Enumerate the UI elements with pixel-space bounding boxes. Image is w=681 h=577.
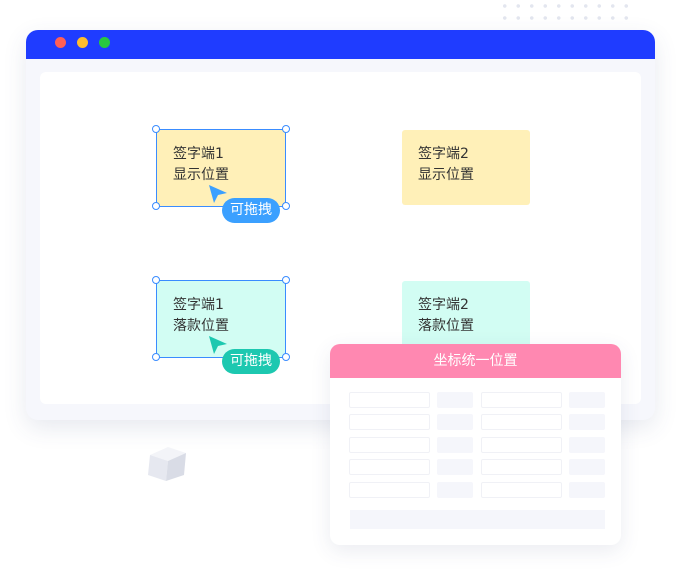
coord-input[interactable] <box>481 459 562 475</box>
coord-input[interactable] <box>349 459 430 475</box>
resize-handle[interactable] <box>152 202 160 210</box>
submit-bar[interactable] <box>350 510 605 529</box>
cube-icon <box>148 447 186 481</box>
coord-input[interactable] <box>481 437 562 453</box>
title-bar <box>26 30 655 59</box>
signer2-display-box[interactable]: 签字端2 显示位置 <box>402 130 530 205</box>
draggable-badge: 可拖拽 <box>222 198 280 223</box>
card-title: 坐标统一位置 <box>330 344 621 378</box>
coord-field <box>437 414 473 430</box>
box-label: 签字端2 <box>418 297 469 313</box>
coord-field <box>569 414 605 430</box>
draggable-badge: 可拖拽 <box>222 349 280 374</box>
coord-input[interactable] <box>481 392 562 408</box>
coord-field <box>569 482 605 498</box>
resize-handle[interactable] <box>282 276 290 284</box>
box-label: 签字端2 <box>418 146 469 162</box>
box-label: 落款位置 <box>418 318 474 334</box>
box-label: 落款位置 <box>173 318 229 334</box>
minimize-dot-icon[interactable] <box>77 37 88 48</box>
resize-handle[interactable] <box>152 125 160 133</box>
coord-field <box>437 482 473 498</box>
coord-input[interactable] <box>481 414 562 430</box>
signer2-sign-box[interactable]: 签字端2 落款位置 <box>402 281 530 351</box>
resize-handle[interactable] <box>282 202 290 210</box>
coord-field <box>437 459 473 475</box>
coord-input[interactable] <box>481 482 562 498</box>
coord-field <box>569 392 605 408</box>
box-label: 显示位置 <box>418 167 474 183</box>
maximize-dot-icon[interactable] <box>99 37 110 48</box>
resize-handle[interactable] <box>282 353 290 361</box>
cursor-icon <box>209 185 227 203</box>
coord-field <box>437 392 473 408</box>
coord-input[interactable] <box>349 392 430 408</box>
box-label: 显示位置 <box>173 167 229 183</box>
resize-handle[interactable] <box>152 276 160 284</box>
coord-field <box>569 437 605 453</box>
box-label: 签字端1 <box>173 146 224 162</box>
resize-handle[interactable] <box>152 353 160 361</box>
coord-input[interactable] <box>349 414 430 430</box>
resize-handle[interactable] <box>282 125 290 133</box>
cursor-icon <box>209 336 227 354</box>
coord-input[interactable] <box>349 482 430 498</box>
coord-field <box>569 459 605 475</box>
coord-input[interactable] <box>349 437 430 453</box>
box-label: 签字端1 <box>173 297 224 313</box>
dot-pattern <box>498 0 630 26</box>
close-dot-icon[interactable] <box>55 37 66 48</box>
coord-field <box>437 437 473 453</box>
